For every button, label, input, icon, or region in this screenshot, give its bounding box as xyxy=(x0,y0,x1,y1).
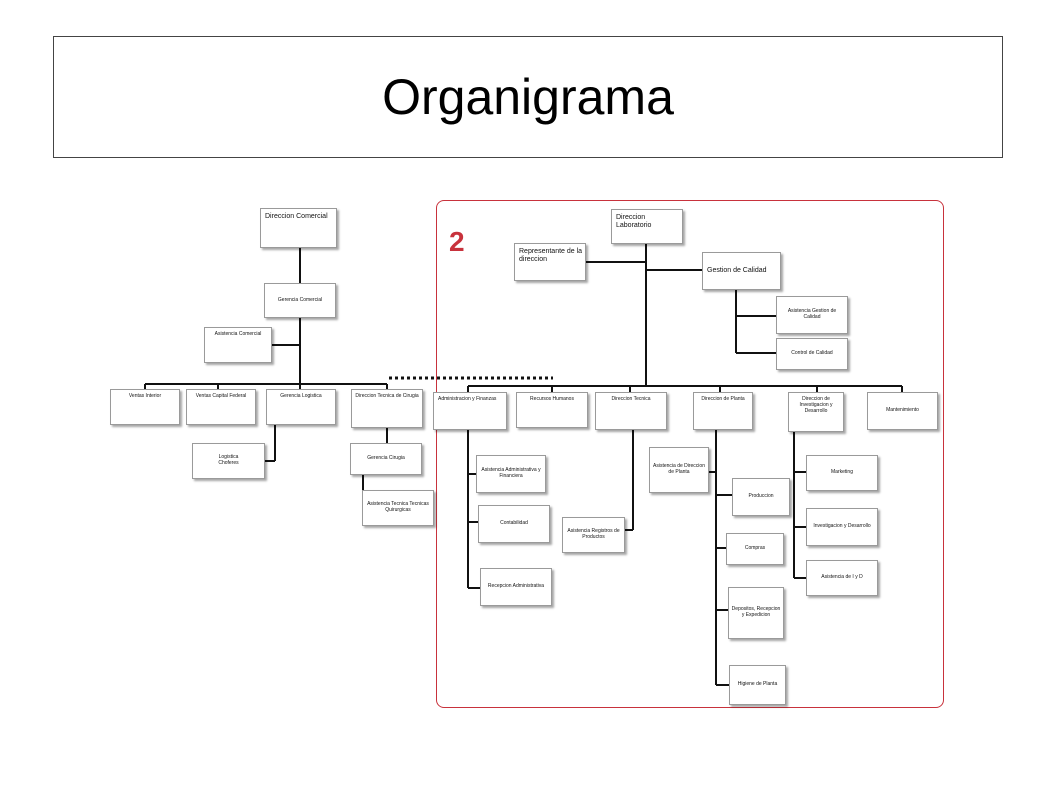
contabilidad-node: Contabilidad xyxy=(478,505,550,543)
gerencia-comercial-node: Gerencia Comercial xyxy=(264,283,336,318)
marketing-node: Marketing xyxy=(806,455,878,491)
gerencia-cirugia-node: Gerencia Cirugia xyxy=(350,443,422,475)
mantenimiento-node: Mantenimiento xyxy=(867,392,938,430)
gerencia-logistica-node: Gerencia Logistica xyxy=(266,389,336,425)
compras-node: Compras xyxy=(726,533,784,565)
asistencia-id-node: Asistencia de I y D xyxy=(806,560,878,596)
region-label: 2 xyxy=(449,226,465,257)
asistencia-comercial-node: Asistencia Comercial xyxy=(204,327,272,363)
direccion-tecnica-node: Direccion Tecnica xyxy=(595,392,667,430)
asistencia-direccion-planta-node: Asistencia de Direccion de Planta xyxy=(649,447,709,493)
administracion-finanzas-node: Administracion y Finanzas xyxy=(433,392,507,430)
laboratorio-region-frame xyxy=(436,200,944,708)
page-title: Organigrama xyxy=(382,69,674,125)
investigacion-desarrollo-node: Investigacion y Desarrollo xyxy=(806,508,878,546)
direccion-laboratorio-node: Direccion Laboratorio xyxy=(611,209,683,244)
asistencia-tecnica-quirurgicas-node: Asistencia Tecnica Tecnicas Quirurgicas xyxy=(362,490,434,526)
title-frame: Organigrama xyxy=(53,36,1003,158)
recursos-humanos-node: Recursos Humanos xyxy=(516,392,588,428)
ventas-interior-node: Ventas Interior xyxy=(110,389,180,425)
control-calidad-node: Control de Calidad xyxy=(776,338,848,370)
direccion-planta-node: Direccion de Planta xyxy=(693,392,753,430)
gestion-calidad-node: Gestion de Calidad xyxy=(702,252,781,290)
ventas-capital-federal-node: Ventas Capital Federal xyxy=(186,389,256,425)
produccion-node: Produccion xyxy=(732,478,790,516)
direccion-investigacion-node: Direccion de Investigacion y Desarrollo xyxy=(788,392,844,432)
asistencia-administrativa-node: Asistencia Administrativa y Financiera xyxy=(476,455,546,493)
higiene-planta-node: Higiene de Planta xyxy=(729,665,786,705)
asistencia-gestion-calidad-node: Asistencia Gestion de Calidad xyxy=(776,296,848,334)
direccion-tecnica-cirugia-node: Direccion Tecnica de Cirugia xyxy=(351,389,423,428)
logistica-choferes-node: Logistica Choferes xyxy=(192,443,265,479)
representante-direccion-node: Representante de la direccion xyxy=(514,243,586,281)
direccion-comercial-node: Direccion Comercial xyxy=(260,208,337,248)
asistencia-registros-node: Asistencia Registros de Productos xyxy=(562,517,625,553)
depositos-node: Depositos, Recepcion y Expedicion xyxy=(728,587,784,639)
recepcion-administrativa-node: Recepcion Administrativa xyxy=(480,568,552,606)
